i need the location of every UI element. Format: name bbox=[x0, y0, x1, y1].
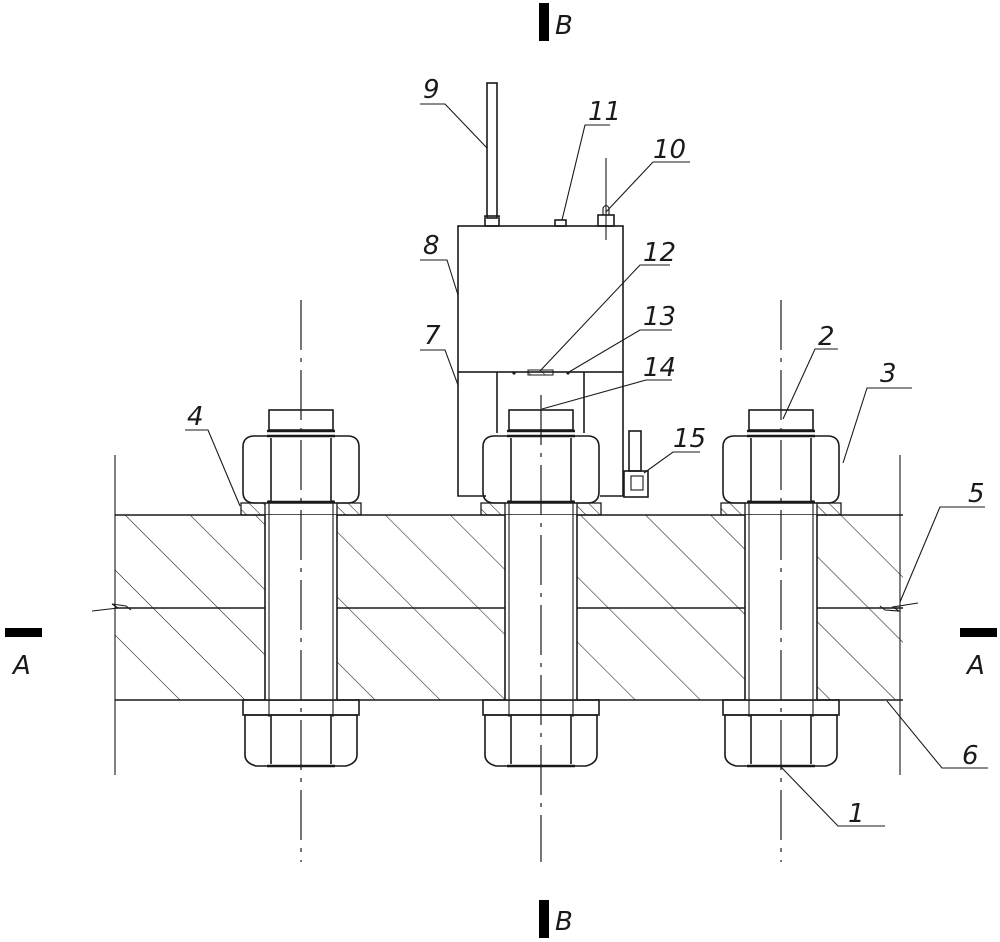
bolt-head bbox=[484, 714, 598, 767]
callout-lower-plate: 6 bbox=[886, 700, 988, 771]
washer-right bbox=[816, 502, 842, 516]
callout-label: 10 bbox=[653, 135, 686, 165]
callout-label: 8 bbox=[423, 231, 440, 261]
leader-line bbox=[568, 329, 672, 373]
callout-label: 4 bbox=[187, 402, 204, 432]
callout-contact-plate: 12 bbox=[539, 238, 676, 372]
section-mark-b-top: B bbox=[539, 3, 573, 41]
break-mark-right bbox=[879, 602, 919, 612]
bolt-head bbox=[724, 714, 838, 767]
callout-antenna: 9 bbox=[420, 75, 488, 149]
bolt-assembly-right bbox=[720, 300, 842, 862]
section-letter-a-right: A bbox=[965, 651, 985, 681]
section-bar-right bbox=[960, 628, 997, 637]
washer-right bbox=[336, 502, 362, 516]
callout-label: 3 bbox=[880, 359, 897, 389]
callout-upper-plate: 5 bbox=[899, 479, 985, 603]
washer-left bbox=[240, 502, 266, 516]
section-letter-a-left: A bbox=[11, 651, 31, 681]
callout-sensor-housing-lower: 7 bbox=[420, 321, 459, 386]
section-letter-b-bottom: B bbox=[555, 907, 573, 937]
sensor-device bbox=[457, 82, 649, 498]
callout-label: 15 bbox=[673, 424, 706, 454]
callout-connector: 10 bbox=[605, 135, 690, 213]
callout-label: 5 bbox=[968, 479, 985, 509]
leader-line bbox=[780, 766, 885, 827]
bolt-head-flange bbox=[242, 699, 360, 716]
leader-line bbox=[899, 506, 985, 603]
callout-label: 9 bbox=[423, 75, 440, 105]
washer-left bbox=[720, 502, 746, 516]
washer-left bbox=[480, 502, 506, 516]
fastener-dot-right bbox=[566, 371, 570, 375]
nut-top bbox=[482, 435, 600, 504]
clamp-screw-block bbox=[623, 470, 649, 498]
callout-clamp-screw: 15 bbox=[643, 424, 706, 474]
antenna bbox=[486, 82, 498, 219]
connector-tip bbox=[602, 204, 610, 215]
leader-line bbox=[420, 103, 488, 149]
clamp-screw-head bbox=[630, 475, 644, 491]
section-mark-a-right: A bbox=[960, 628, 997, 681]
bolt-assembly-left bbox=[240, 300, 362, 862]
section-bar-bottom bbox=[539, 900, 549, 938]
sensor-housing-upper bbox=[457, 225, 624, 373]
callout-sensor-housing-upper: 8 bbox=[420, 231, 459, 296]
callout-label: 7 bbox=[424, 321, 441, 351]
sensor-housing-lower bbox=[457, 372, 624, 497]
callout-label: 2 bbox=[818, 322, 835, 352]
leader-line bbox=[842, 387, 912, 464]
leader-line bbox=[643, 451, 700, 474]
callout-probe: 14 bbox=[541, 353, 676, 410]
callout-label: 12 bbox=[643, 238, 676, 268]
leader-line bbox=[541, 379, 672, 410]
callout-label: 13 bbox=[643, 302, 676, 332]
fastener-dot-left bbox=[512, 371, 516, 375]
callout-label: 1 bbox=[848, 799, 865, 829]
section-mark-b-bottom: B bbox=[539, 900, 573, 938]
leader-line bbox=[185, 429, 241, 507]
leader-line bbox=[886, 700, 988, 769]
indicator bbox=[554, 219, 567, 227]
callout-bolt-top-end: 2 bbox=[782, 322, 838, 420]
bolt-head-flange bbox=[722, 699, 840, 716]
antenna-base bbox=[484, 215, 500, 227]
bolt-head bbox=[244, 714, 358, 767]
callout-indicator: 11 bbox=[561, 97, 621, 221]
callout-nut: 3 bbox=[842, 359, 912, 464]
callout-washer: 4 bbox=[185, 402, 241, 507]
bolt-assembly-center bbox=[480, 395, 602, 862]
nut-top bbox=[242, 435, 360, 504]
callout-label: 6 bbox=[962, 741, 979, 771]
leader-line bbox=[420, 259, 459, 296]
leader-line bbox=[420, 349, 459, 386]
section-letter-b-top: B bbox=[555, 11, 573, 41]
leader-line bbox=[605, 161, 690, 213]
section-mark-a-left: A bbox=[5, 628, 42, 681]
leader-line bbox=[782, 348, 838, 420]
leader-line bbox=[561, 124, 610, 221]
nut-top bbox=[722, 435, 840, 504]
callout-label: 14 bbox=[643, 353, 676, 383]
callout-bolt: 1 bbox=[780, 766, 885, 829]
leader-line bbox=[539, 264, 670, 372]
washer-right bbox=[576, 502, 602, 516]
callout-fastener: 13 bbox=[568, 302, 676, 373]
callout-label: 11 bbox=[588, 97, 621, 127]
clamp-screw-shaft bbox=[628, 430, 642, 472]
break-mark-left bbox=[91, 603, 132, 612]
section-bar-left bbox=[5, 628, 42, 637]
section-bar-top bbox=[539, 3, 549, 41]
